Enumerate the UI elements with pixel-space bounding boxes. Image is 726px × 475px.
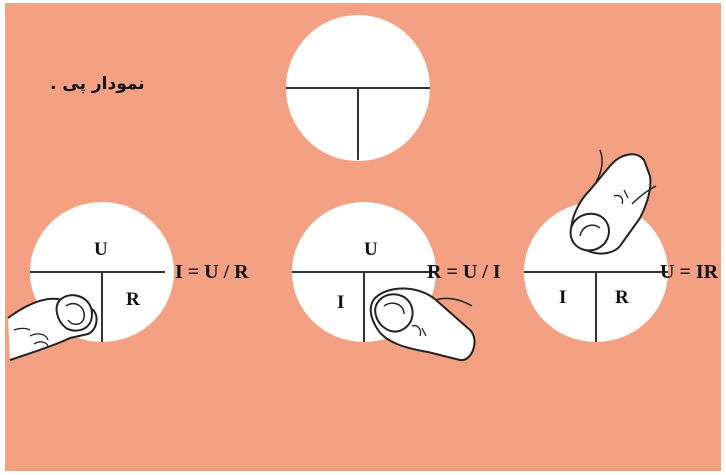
circle-right-bottom-right-label: R [615,287,629,308]
circle-left-top-label: U [94,239,108,260]
finger-icon [7,294,98,361]
circle-middle-formula: R = U / I [427,261,501,283]
page-title: نمودار پی . [50,74,145,94]
circle-middle-top-label: U [364,239,378,260]
finger-icon [369,287,476,362]
finger-icon [569,149,657,255]
circle-left-bottom-right-label: R [126,289,140,310]
circle-right-formula: U = IR [660,261,719,283]
circle-middle-bottom-left-label: I [337,292,345,313]
circle-right [524,202,668,342]
circle-left-formula: I = U / R [175,261,249,283]
circle-right-bottom-left-label: I [559,287,567,308]
circle-top [286,15,430,161]
